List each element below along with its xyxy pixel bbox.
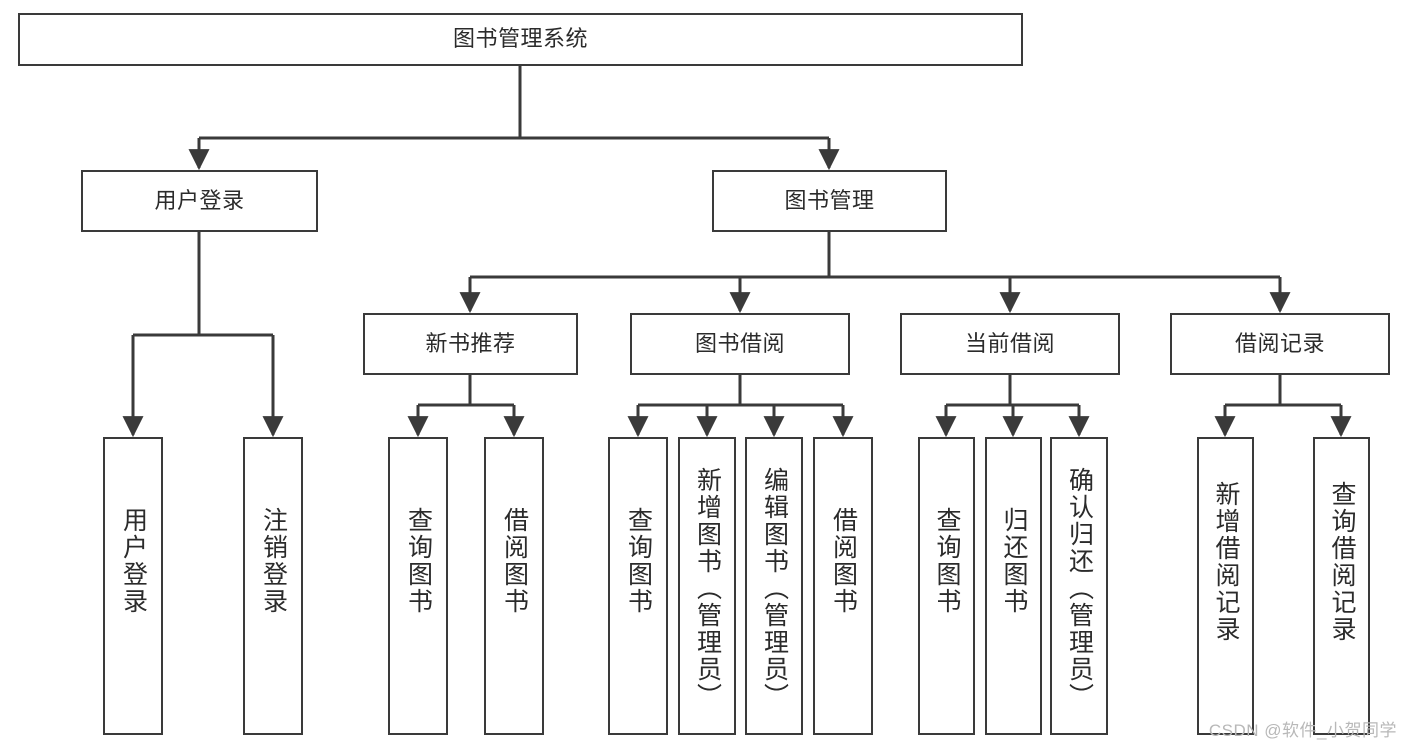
- node-label: 查询图书: [933, 507, 961, 615]
- node-label: 查询图书: [624, 507, 653, 615]
- node-新增图书管理员-5: 新增图书（管理员）: [678, 437, 736, 735]
- node-label: 查询图书: [404, 507, 433, 615]
- node-用户登录-0: 用户登录: [81, 170, 318, 232]
- node-查询图书-8: 查询图书: [918, 437, 975, 735]
- node-借阅图书-7: 借阅图书: [813, 437, 873, 735]
- node-label: 借阅图书: [829, 507, 858, 615]
- node-借阅记录-3: 借阅记录: [1170, 313, 1390, 375]
- node-label: 用户登录: [154, 187, 245, 213]
- node-label: 确认归还（管理员）: [1065, 467, 1094, 710]
- node-新增借阅记录-11: 新增借阅记录: [1197, 437, 1254, 735]
- node-label: 图书管理系统: [452, 26, 588, 52]
- node-label: 归还图书: [1000, 507, 1028, 615]
- node-归还图书-9: 归还图书: [985, 437, 1042, 735]
- node-借阅图书-3: 借阅图书: [484, 437, 544, 735]
- node-label: 新增借阅记录: [1212, 481, 1240, 643]
- node-图书管理-1: 图书管理: [712, 170, 947, 232]
- node-新书推荐-0: 新书推荐: [363, 313, 578, 375]
- node-查询借阅记录-12: 查询借阅记录: [1313, 437, 1370, 735]
- node-label: 当前借阅: [964, 330, 1055, 356]
- node-label: 图书管理: [784, 187, 875, 213]
- node-label: 借阅记录: [1234, 330, 1325, 356]
- node-查询图书-2: 查询图书: [388, 437, 448, 735]
- node-编辑图书管理员-6: 编辑图书（管理员）: [745, 437, 803, 735]
- node-用户登录-0: 用户登录: [103, 437, 163, 735]
- node-注销登录-1: 注销登录: [243, 437, 303, 735]
- node-查询图书-4: 查询图书: [608, 437, 668, 735]
- node-label: 新书推荐: [425, 330, 516, 356]
- node-当前借阅-2: 当前借阅: [900, 313, 1120, 375]
- node-图书借阅-1: 图书借阅: [630, 313, 850, 375]
- node-label: 用户登录: [119, 507, 148, 615]
- node-label: 查询借阅记录: [1328, 481, 1356, 643]
- node-label: 借阅图书: [500, 507, 529, 615]
- node-label: 新增图书（管理员）: [693, 467, 722, 710]
- node-label: 注销登录: [259, 507, 288, 615]
- node-label: 图书借阅: [694, 330, 785, 356]
- node-确认归还管理员-10: 确认归还（管理员）: [1050, 437, 1108, 735]
- watermark-text: CSDN @软件_小贺同学: [1208, 721, 1397, 740]
- node-label: 编辑图书（管理员）: [760, 467, 789, 710]
- node-图书管理系统-0: 图书管理系统: [18, 13, 1023, 66]
